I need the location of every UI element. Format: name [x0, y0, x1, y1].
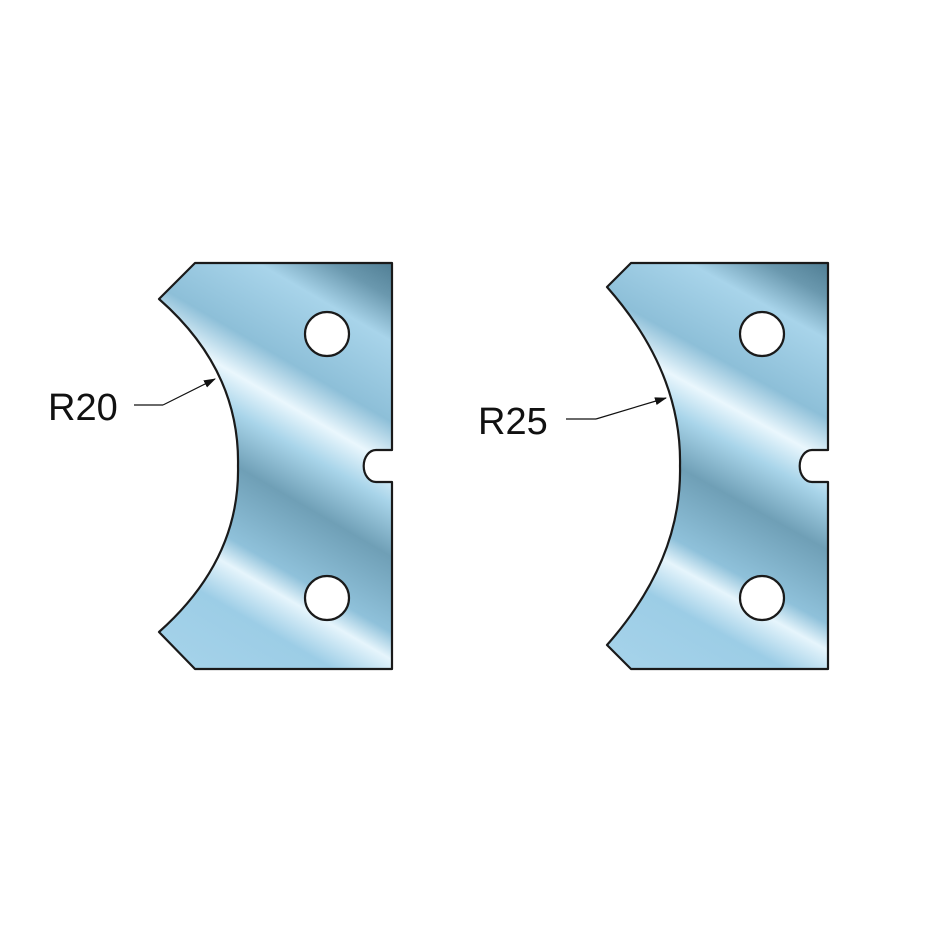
knife-r20-body: [157, 261, 394, 671]
radius-label-r20: R20: [48, 387, 118, 429]
mounting-hole-bottom: [303, 574, 351, 622]
mounting-hole-bottom: [738, 574, 786, 622]
mounting-hole-top: [738, 310, 786, 358]
mounting-hole-top: [303, 310, 351, 358]
radius-arrow-r20: [162, 378, 216, 406]
radius-arrow-r25: [595, 397, 667, 420]
knife-r25: R25: [478, 261, 830, 671]
knife-r25-body: [605, 261, 830, 671]
radius-label-r25: R25: [478, 401, 548, 443]
knife-r20: R20: [48, 261, 394, 671]
